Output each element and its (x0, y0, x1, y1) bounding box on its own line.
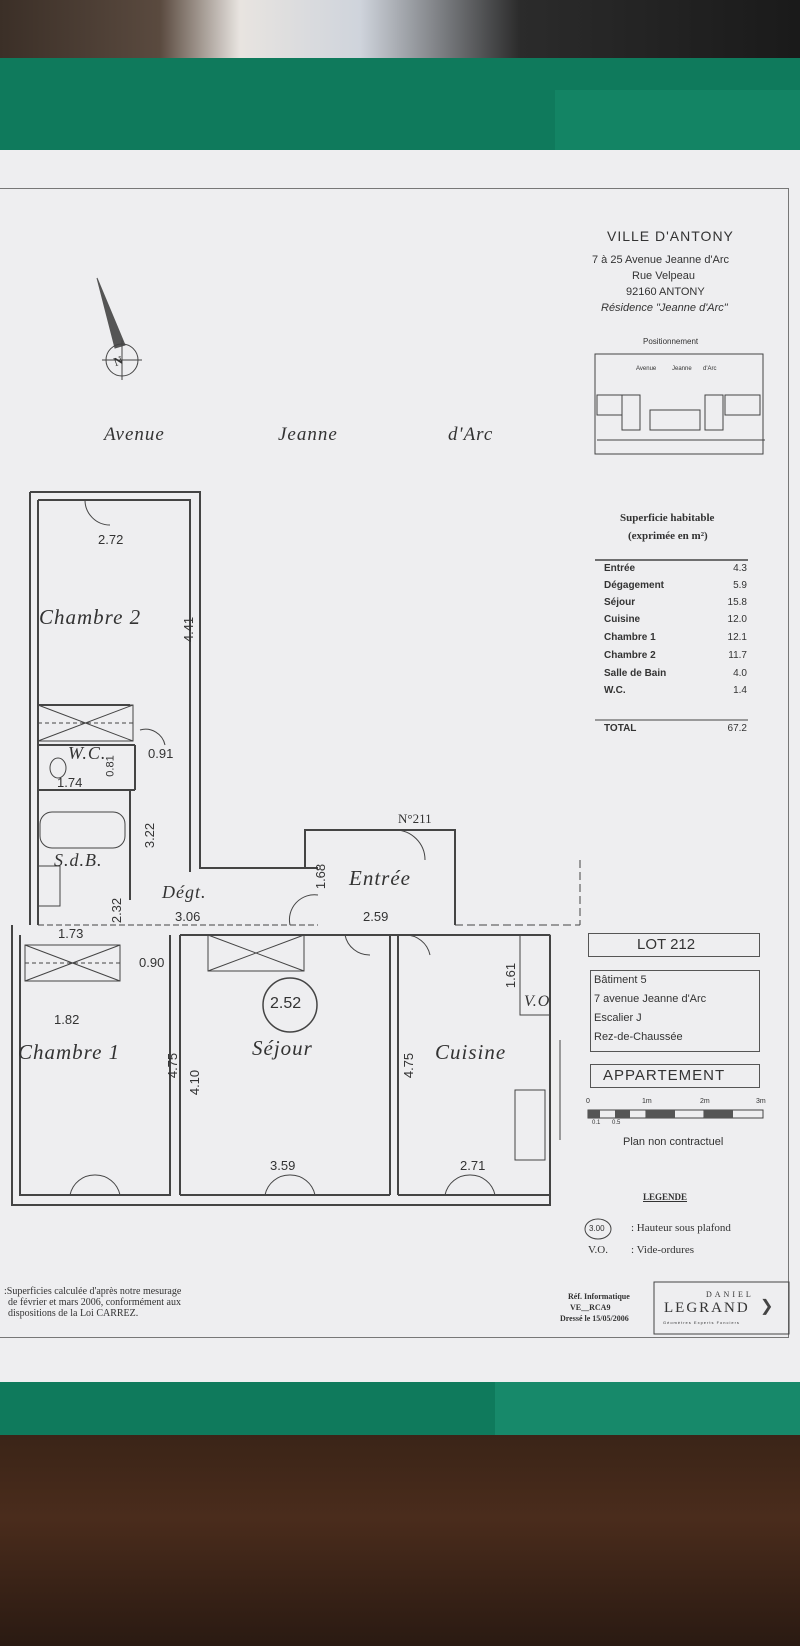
footer-ref-3: Dressé le 15/05/2006 (560, 1314, 629, 1323)
dim-c1-width: 1.82 (54, 1012, 80, 1027)
legend-symbol: 3.00 (589, 1224, 605, 1233)
address-line-2: Rue Velpeau (632, 270, 695, 282)
footer-ref-2: VE__RCA9 (570, 1303, 611, 1312)
green-folder-flap-bottom (495, 1380, 800, 1435)
dim-wc-height: 0.81 (104, 755, 117, 777)
legend-title: LEGENDE (643, 1192, 688, 1202)
lot-details-box: Bâtiment 5 7 avenue Jeanne d'Arc Escalie… (590, 970, 760, 1052)
dim-degt-width: 3.06 (175, 909, 201, 924)
dim-vo-height: 1.61 (503, 962, 519, 989)
footer-note-2: de février et mars 2006, conformément au… (8, 1297, 181, 1308)
room-chambre-2: Chambre 2 (39, 605, 142, 629)
surface-subtitle: (exprimée en m²) (628, 530, 708, 542)
scale-note: Plan non contractuel (623, 1136, 724, 1148)
dim-wc-width: 1.74 (57, 775, 83, 790)
brand-sub: Géomètres Experts Fonciers (663, 1320, 740, 1325)
address-line-1: 7 à 25 Avenue Jeanne d'Arc (592, 254, 730, 266)
surface-row: W.C.1.4 (604, 685, 747, 696)
room-cuisine: Cuisine (435, 1040, 507, 1064)
scale-1m: 1m (642, 1098, 652, 1105)
footer-note-1: :Superficies calculée d'après notre mesu… (4, 1286, 182, 1297)
dim-cuisine-height: 4.75 (401, 1052, 417, 1079)
lot-address: 7 avenue Jeanne d'Arc (594, 993, 707, 1005)
residence-name: Résidence "Jeanne d'Arc" (601, 302, 728, 314)
dim-cuisine-width: 2.71 (460, 1158, 486, 1173)
legend-symbol-text: : Hauteur sous plafond (631, 1222, 731, 1234)
dim-sejour-height: 4.10 (187, 1069, 203, 1096)
lot-batiment: Bâtiment 5 (594, 974, 647, 986)
scale-0: 0 (586, 1098, 590, 1105)
wooden-table (0, 1432, 800, 1646)
lot-type: APPARTEMENT (603, 1067, 726, 1084)
street-label-avenue: Avenue (104, 424, 165, 445)
brand-logo: LEGRAND (664, 1300, 750, 1316)
dim-sejour-width: 3.59 (270, 1158, 296, 1173)
lot-title: LOT 212 (637, 936, 696, 953)
room-vide-ordures: V.O (524, 993, 551, 1010)
dim-wc-side: 0.91 (148, 746, 174, 761)
surface-title: Superficie habitable (620, 512, 715, 524)
dim-sdb-width: 1.73 (58, 926, 84, 941)
scale-3m: 3m (756, 1098, 766, 1105)
scale-sub-0-1: 0.1 (592, 1120, 601, 1126)
brand-top: DANIEL (706, 1290, 754, 1299)
room-wc: W.C. (68, 743, 107, 763)
positioning-label: Positionnement (643, 337, 699, 346)
door-number: N°211 (398, 811, 432, 826)
room-chambre-1: Chambre 1 (18, 1040, 121, 1064)
positioning-street-3: d'Arc (703, 366, 717, 372)
lot-type-box: APPARTEMENT (590, 1064, 760, 1088)
plan-sheet (0, 150, 800, 1382)
scale-sub-0-5: 0.5 (612, 1120, 621, 1126)
street-label-jeanne: Jeanne (278, 424, 338, 445)
legend-vo: V.O. (588, 1244, 608, 1256)
ceiling-height-symbol: 2.52 (270, 995, 302, 1012)
positioning-street-1: Avenue (636, 366, 657, 372)
dim-c2-width: 2.72 (98, 532, 124, 547)
legend-vo-text: : Vide-ordures (631, 1244, 694, 1256)
dim-c2-height: 4.41 (181, 616, 197, 643)
dim-sdb-height: 3.22 (142, 822, 158, 849)
lot-niveau: Rez-de-Chaussée (594, 1031, 683, 1043)
lot-title-box: LOT 212 (588, 933, 760, 957)
address-line-3: 92160 ANTONY (626, 286, 705, 298)
positioning-street-2: Jeanne (672, 366, 692, 372)
room-degagement: Dégt. (162, 882, 207, 902)
scale-2m: 2m (700, 1098, 710, 1105)
lot-escalier: Escalier J (594, 1012, 642, 1024)
brand-chevron-icon: ❯ (760, 1298, 774, 1315)
dim-c1-top: 0.90 (139, 955, 165, 970)
room-sdb: S.d.B. (54, 850, 103, 870)
footer-note-3: dispositions de la Loi CARREZ. (8, 1308, 139, 1319)
dim-entree-width: 2.59 (363, 909, 389, 924)
street-label-darc: d'Arc (448, 424, 494, 445)
dim-entree-height: 1.68 (313, 863, 329, 890)
city-name: VILLE D'ANTONY (607, 228, 734, 244)
footer-ref-1: Réf. Informatique (568, 1292, 630, 1301)
room-entree: Entrée (349, 866, 411, 890)
room-sejour: Séjour (252, 1036, 313, 1060)
sheet-frame (0, 188, 789, 1338)
dim-sdb-height-2: 2.32 (109, 897, 125, 924)
dim-c1-height: 4.75 (165, 1052, 181, 1079)
